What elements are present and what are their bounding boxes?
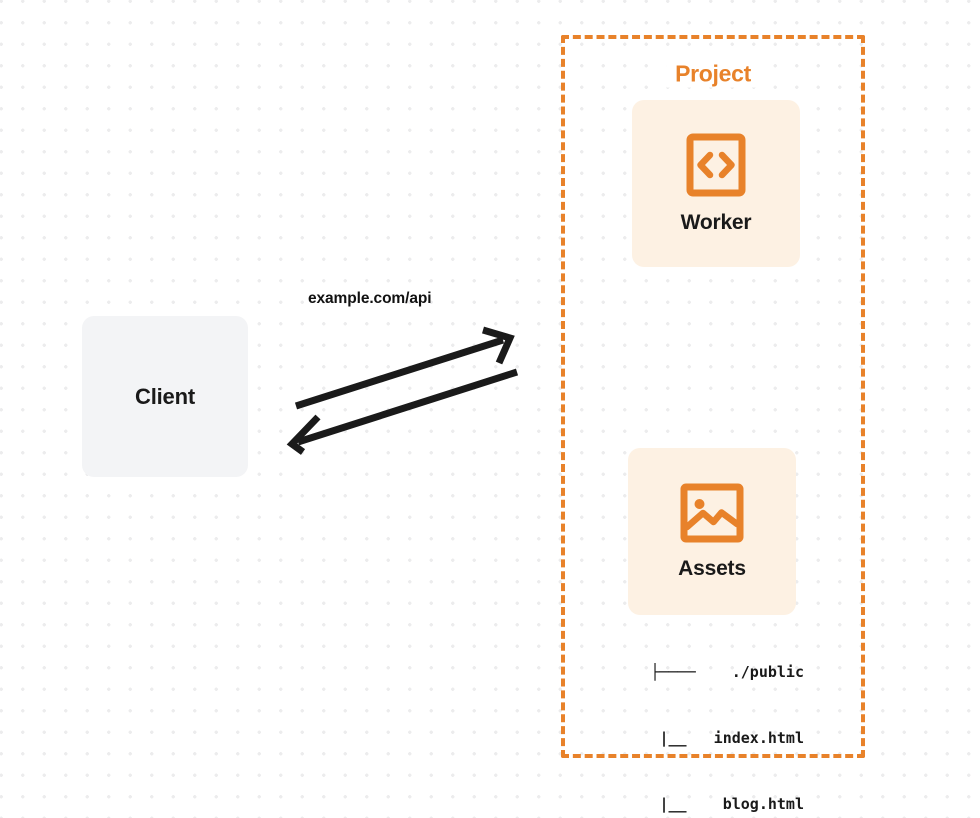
- project-label: Project: [666, 60, 760, 88]
- client-node[interactable]: Client: [82, 316, 248, 477]
- image-picture-icon: [680, 483, 744, 542]
- worker-label: Worker: [680, 210, 752, 234]
- response-arrow-line: [296, 368, 519, 446]
- file-tree-row: ├──── ./public: [650, 663, 804, 681]
- request-arrow-line: [294, 336, 505, 410]
- assets-node[interactable]: Assets: [628, 448, 796, 615]
- code-brackets-icon: [686, 133, 746, 196]
- file-tree-row: |__ blog.html: [623, 795, 804, 813]
- connection-label: example.com/api: [308, 290, 432, 307]
- request-arrow-head: [482, 326, 515, 365]
- client-label: Client: [135, 383, 195, 409]
- project-container: Project: [561, 35, 865, 758]
- asset-file-tree: ├──── ./public |__ index.html |__ blog.h…: [604, 617, 804, 818]
- worker-node[interactable]: Worker: [632, 100, 800, 267]
- file-tree-row: |__ index.html: [623, 729, 804, 747]
- response-arrow-head: [286, 414, 321, 455]
- assets-label: Assets: [678, 556, 746, 580]
